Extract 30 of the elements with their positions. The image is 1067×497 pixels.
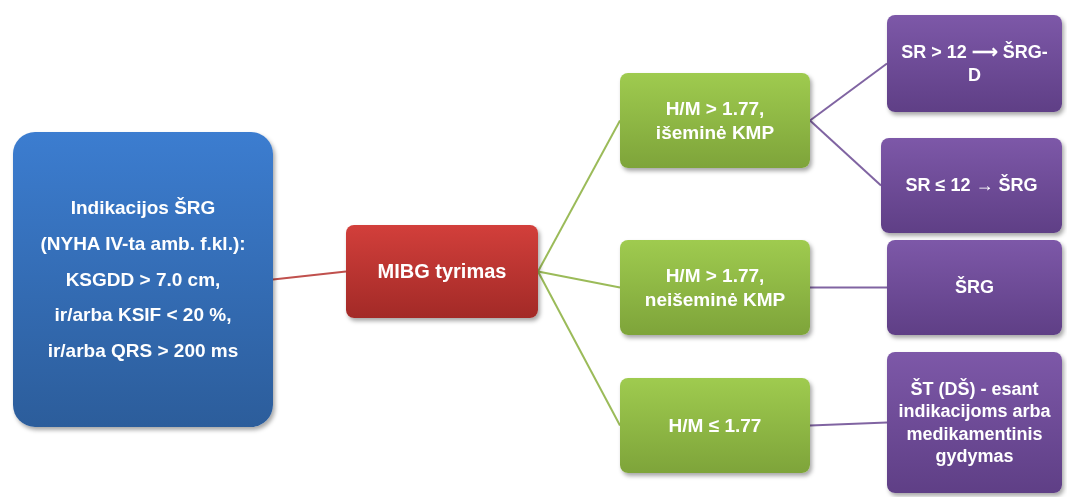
box-text: ir/arba KSIF < 20 %, [54, 303, 232, 328]
connector-line [809, 421, 888, 427]
box-text: SR ≤ 12 → ŠRG [905, 174, 1038, 197]
process-box [346, 225, 538, 318]
box-text: ŠT (DŠ) - esant indikacijoms arba medikamentinis gydymas [897, 377, 1052, 468]
start-box [13, 132, 273, 427]
outcome-box [887, 240, 1062, 335]
condition-box [620, 378, 810, 473]
box-text: SR > 12 ⟶ ŠRG-D [900, 41, 1049, 86]
outcome-box [881, 138, 1062, 233]
connector-line [809, 286, 888, 289]
connector-line [809, 119, 882, 187]
connector-line [537, 270, 621, 289]
outcome-box [887, 352, 1062, 493]
box-text: ŠRG [955, 276, 994, 299]
connector-line [537, 119, 621, 273]
box-text: H/M ≤ 1.77 [668, 413, 762, 438]
connector-line [537, 270, 621, 427]
condition-box [620, 73, 810, 168]
box-text: H/M > 1.77, išeminė KMP [654, 96, 776, 145]
box-text: H/M > 1.77, neišeminė KMP [643, 263, 787, 312]
condition-box [620, 240, 810, 335]
box-text: ir/arba QRS > 200 ms [47, 339, 239, 363]
box-text: MIBG tyrimas [377, 259, 507, 284]
box-text: (NYHA IV-ta amb. f.kl.): [40, 231, 246, 256]
box-text: Indikacijos ŠRG [70, 196, 216, 220]
outcome-box [887, 15, 1062, 112]
connector-line [809, 62, 888, 122]
box-text: KSGDD > 7.0 cm, [65, 267, 221, 292]
connector-line [272, 270, 347, 281]
